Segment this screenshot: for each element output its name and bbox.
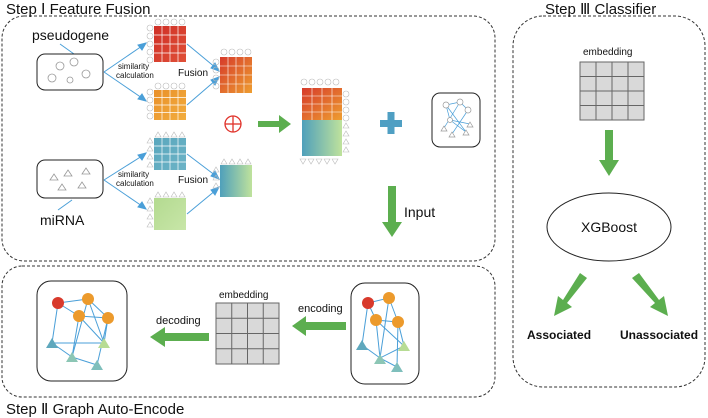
mirna-nodes [49, 167, 91, 191]
fused-mirna-matrix [212, 158, 252, 197]
classifier-down-arrow [599, 130, 619, 176]
encoding-arrow [292, 316, 346, 336]
similarity-arrows [103, 42, 148, 210]
input-label: Input [404, 204, 435, 220]
mirna-sim-matrix-green [146, 191, 186, 230]
step2-panel [1, 265, 496, 398]
decoding-label: decoding [156, 315, 201, 327]
similarity-label-4: calculation [116, 179, 154, 188]
fusion-label-bottom: Fusion [178, 175, 208, 186]
reconstructed-graph-box [36, 280, 128, 382]
classifier-embedding-grid [579, 61, 645, 121]
step3-panel [512, 15, 706, 388]
associated-label: Associated [527, 328, 591, 342]
encoding-label: encoding [298, 303, 343, 315]
arrow-to-combined [258, 115, 291, 133]
mirna-sim-matrix-blue [146, 131, 186, 170]
reconstructed-graph [46, 293, 114, 370]
similarity-label-1: similarity [118, 62, 149, 71]
step1-title: Step Ⅰ Feature Fusion [6, 1, 151, 18]
plus-symbol [380, 112, 402, 134]
input-arrow [382, 186, 402, 237]
fused-pseudogene-matrix [212, 48, 252, 93]
mirna-pointer [57, 199, 73, 211]
combined-feature-matrix [299, 78, 350, 165]
pseudogene-pointer [59, 43, 75, 55]
pseudogene-label: pseudogene [32, 27, 109, 43]
arrow-unassociated [632, 273, 668, 316]
step3-title: Step Ⅲ Classifier [545, 1, 656, 18]
pseudogene-box [36, 53, 104, 91]
fusion-label-top: Fusion [178, 68, 208, 79]
step1-panel [1, 15, 496, 262]
graph-structure [440, 98, 474, 138]
similarity-label-3: similarity [118, 170, 149, 179]
mirna-label: miRNA [40, 212, 85, 228]
classifier-embedding-label: embedding [583, 47, 632, 58]
input-graph [356, 292, 410, 372]
unassociated-label: Unassociated [620, 328, 698, 342]
graph-structure-box [431, 92, 481, 148]
xgboost-label: XGBoost [581, 219, 637, 235]
xgboost-node [546, 192, 672, 262]
pseudogene-sim-matrix-red [146, 18, 186, 64]
step2-title: Step Ⅱ Graph Auto-Encode [6, 401, 184, 418]
pseudogene-sim-matrix-orange [146, 82, 186, 120]
embedding-label: embedding [219, 290, 268, 301]
mirna-box [36, 159, 104, 199]
pseudogene-nodes [47, 57, 91, 84]
similarity-label-2: calculation [116, 71, 154, 80]
embedding-grid [215, 302, 280, 365]
arrow-associated [554, 273, 587, 316]
decoding-arrow [150, 327, 209, 347]
